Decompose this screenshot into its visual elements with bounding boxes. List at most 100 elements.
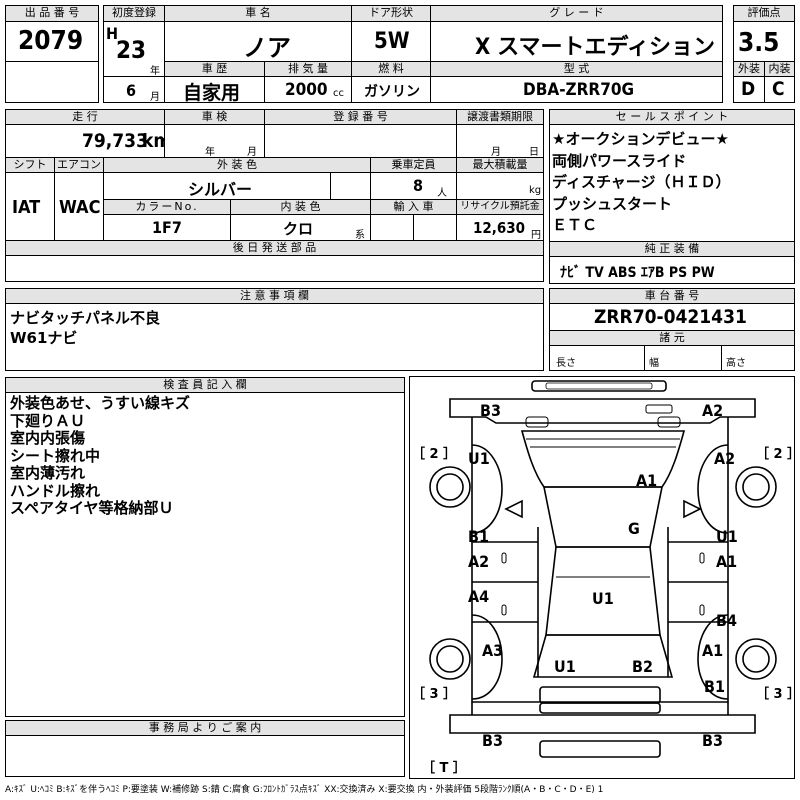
history: 自家用 xyxy=(164,76,265,103)
shift: IAT xyxy=(5,172,55,241)
int-color-label: 内 装 色 xyxy=(230,199,371,215)
int-color-suffix: 系 xyxy=(355,230,365,241)
mark-back-door-left: U1 xyxy=(554,657,576,676)
spec-width-label: 幅 xyxy=(649,358,659,369)
color-no-label: カラーNo. xyxy=(103,199,231,215)
exterior-grade: D xyxy=(733,76,765,103)
damage-diagram: ［ 2 ］ ［ 2 ］ ［ 3 ］ ［ 3 ］ ［ T ］ B3 A2 U1 A… xyxy=(409,376,795,779)
equipment-label: 純 正 装 備 xyxy=(549,241,795,257)
score: 3.5 xyxy=(733,21,795,62)
ext-color-extra xyxy=(330,172,371,200)
mark-rear-fender-right-1: A1 xyxy=(702,641,724,660)
bracket-2-right: ［ 2 ］ xyxy=(756,447,794,462)
bracket-2-left: ［ 2 ］ xyxy=(412,447,457,462)
office-cell xyxy=(5,735,405,777)
inspector-line: 室内内張傷 xyxy=(10,429,86,447)
mileage-cell: 79,733 km xyxy=(5,124,165,158)
mark-rear-fender-left: A3 xyxy=(482,641,504,660)
mark-rear-door-left: A4 xyxy=(468,587,490,606)
inspection-month: 月 xyxy=(247,147,257,158)
recycle-cell: 12,630 円 xyxy=(456,214,544,241)
displacement-cell: 2000 cc xyxy=(264,76,352,103)
sales-points-list: ★オークションデビュー★ 両側パワースライド ディスチャージ（ＨＩＤ） プッシュ… xyxy=(549,124,795,242)
mark-front-door-right-2: A1 xyxy=(716,552,738,571)
ext-color-label: 外 装 色 xyxy=(103,157,371,173)
import-cell-2 xyxy=(413,214,457,241)
capacity-cell: 8 人 xyxy=(370,172,457,200)
office-label: 事 務 局 よ り ご 案 内 xyxy=(5,720,405,736)
ext-color: シルバー xyxy=(103,172,331,200)
max-load-label: 最大積載量 xyxy=(456,157,544,173)
displacement-label: 排 気 量 xyxy=(264,61,352,77)
mark-rear-fender-right-2: B1 xyxy=(704,677,725,696)
inspector-line: ハンドル擦れ xyxy=(10,481,101,500)
ac: WAC xyxy=(54,172,104,241)
inspector-line: シート擦れ中 xyxy=(10,446,101,465)
inspector-list: 外装色あせ、うすい線キズ 下廻りＡＵ 室内内張傷 シート擦れ中 室内薄汚れ ハン… xyxy=(5,392,405,717)
door-label: ドア形状 xyxy=(351,5,431,22)
interior-grade: C xyxy=(764,76,795,103)
mark-back-door-right: B2 xyxy=(632,657,653,676)
grade-label: グ レ ー ド xyxy=(430,5,723,22)
mark-front-door-left-1: B1 xyxy=(468,527,489,546)
sales-point-item: ★オークションデビュー★ xyxy=(552,130,729,148)
spec-height: 高さ xyxy=(721,345,795,371)
recycle-label: リサイクル預託金 xyxy=(456,199,544,215)
mileage: 79,733 xyxy=(82,130,148,152)
inspection-label: 車 検 xyxy=(164,109,265,125)
max-load-cell: kg xyxy=(456,172,544,200)
displacement: 2000 xyxy=(285,80,328,100)
inspection-year: 年 xyxy=(205,147,215,158)
mark-front-door-right-1: U1 xyxy=(716,527,738,546)
transfer-month: 月 xyxy=(491,147,501,158)
mileage-unit: km xyxy=(142,130,164,152)
model-label: 型 式 xyxy=(430,61,723,77)
transfer-day: 日 xyxy=(529,147,539,158)
parts-label: 後 日 発 送 部 品 xyxy=(5,240,544,256)
mark-front-door-left-2: A2 xyxy=(468,552,490,571)
mark-roof: U1 xyxy=(592,589,614,608)
bracket-3-right: ［ 3 ］ xyxy=(756,687,794,702)
mark-front-bumper-right: A2 xyxy=(702,401,724,420)
sales-point-item: ディスチャージ（ＨＩＤ） xyxy=(552,173,731,191)
inspector-line: 室内薄汚れ xyxy=(10,464,86,482)
specs-label: 諸 元 xyxy=(549,330,795,346)
exterior-label: 外装 xyxy=(733,61,765,77)
color-no: 1F7 xyxy=(103,214,231,241)
mark-hood: A1 xyxy=(636,471,658,490)
note-line: W61ナビ xyxy=(10,329,78,347)
max-load-unit: kg xyxy=(529,185,542,196)
inspector-line: 外装色あせ、うすい線キズ xyxy=(10,394,191,412)
mileage-label: 走 行 xyxy=(5,109,165,125)
parts-cell xyxy=(5,255,544,282)
lot-no-extra xyxy=(5,61,99,103)
reg-no-label: 登 録 番 号 xyxy=(264,109,457,125)
inspector-line: スペアタイヤ等格納部Ｕ xyxy=(10,499,174,517)
equipment: ﾅﾋﾞ TV ABS ｴｱB PS PW xyxy=(549,256,795,284)
int-color: クロ xyxy=(283,220,314,238)
sales-point-item: プッシュスタート xyxy=(552,194,673,213)
first-reg-cell: H 23 年 xyxy=(103,21,165,77)
reg-month-cell: 6 月 xyxy=(103,76,165,103)
spec-width: 幅 xyxy=(644,345,722,371)
notes-list: ナビタッチパネル不良 W61ナビ xyxy=(5,303,544,371)
reg-no-cell xyxy=(264,124,457,158)
door-type: 5W xyxy=(351,21,431,62)
note-line: ナビタッチパネル不良 xyxy=(10,309,161,327)
spec-height-label: 高さ xyxy=(726,358,746,369)
mark-front-bumper-left: B3 xyxy=(480,401,501,420)
notes-label: 注 意 事 項 欄 xyxy=(5,288,544,304)
score-label: 評価点 xyxy=(733,5,795,22)
reg-month: 6 xyxy=(126,81,137,100)
fuel-label: 燃 料 xyxy=(351,61,431,77)
capacity-label: 乗車定員 xyxy=(370,157,457,173)
mark-front-fender-right: A2 xyxy=(714,449,736,468)
first-reg-label: 初度登録 xyxy=(103,5,165,22)
era: H xyxy=(106,24,119,43)
recycle: 12,630 xyxy=(473,219,526,237)
grade: X スマートエディション xyxy=(430,21,723,62)
spec-length: 長さ xyxy=(549,345,645,371)
displacement-unit: cc xyxy=(333,88,344,99)
bracket-t: ［ T ］ xyxy=(422,761,466,776)
bracket-3-left: ［ 3 ］ xyxy=(412,687,457,702)
